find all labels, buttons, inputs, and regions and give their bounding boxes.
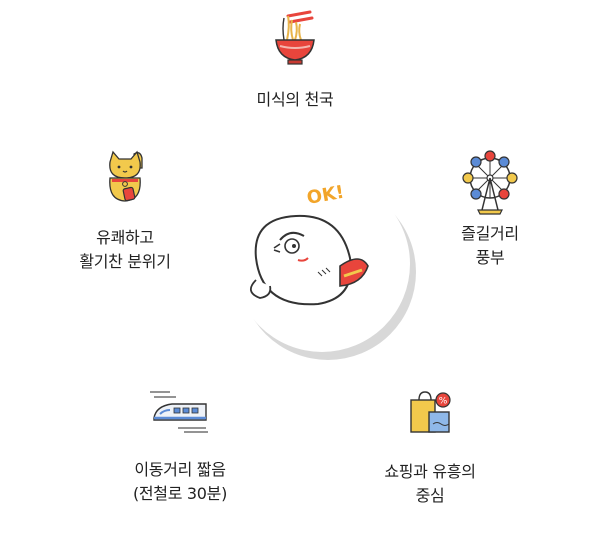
feature-food: 미식의 천국 (245, 10, 345, 112)
lucky-cat-icon (109, 150, 143, 202)
bullet-train-icon (150, 391, 208, 433)
ok-badge-text: OK! (305, 182, 346, 209)
noodle-bowl-icon (275, 10, 315, 65)
ferris-wheel-icon (462, 150, 518, 215)
travel-label-line1: 이동거리 짧음 (134, 460, 226, 479)
svg-text:%: % (439, 397, 448, 407)
feature-streets: 즐길거리 풍부 (430, 148, 550, 270)
food-label: 미식의 천국 (256, 90, 334, 109)
travel-label-line2: (전철로 30분) (132, 484, 228, 503)
center-illustration: OK! (222, 168, 412, 358)
feature-shopping: % 쇼핑과 유흥의 중심 (355, 388, 505, 508)
shopping-bags-icon: % (410, 391, 451, 433)
atmosphere-label-line1: 유쾌하고 (96, 228, 154, 247)
streets-label-line1: 즐길거리 (461, 224, 519, 243)
feature-atmosphere: 유쾌하고 활기찬 분위기 (55, 148, 195, 274)
mascot-icon: OK! (250, 182, 369, 306)
shopping-label-line2: 중심 (415, 486, 445, 505)
feature-travel: 이동거리 짧음 (전철로 30분) (100, 388, 260, 506)
streets-label-line2: 풍부 (475, 248, 505, 267)
shopping-label-line1: 쇼핑과 유흥의 (384, 462, 476, 481)
atmosphere-label-line2: 활기찬 분위기 (79, 252, 171, 271)
